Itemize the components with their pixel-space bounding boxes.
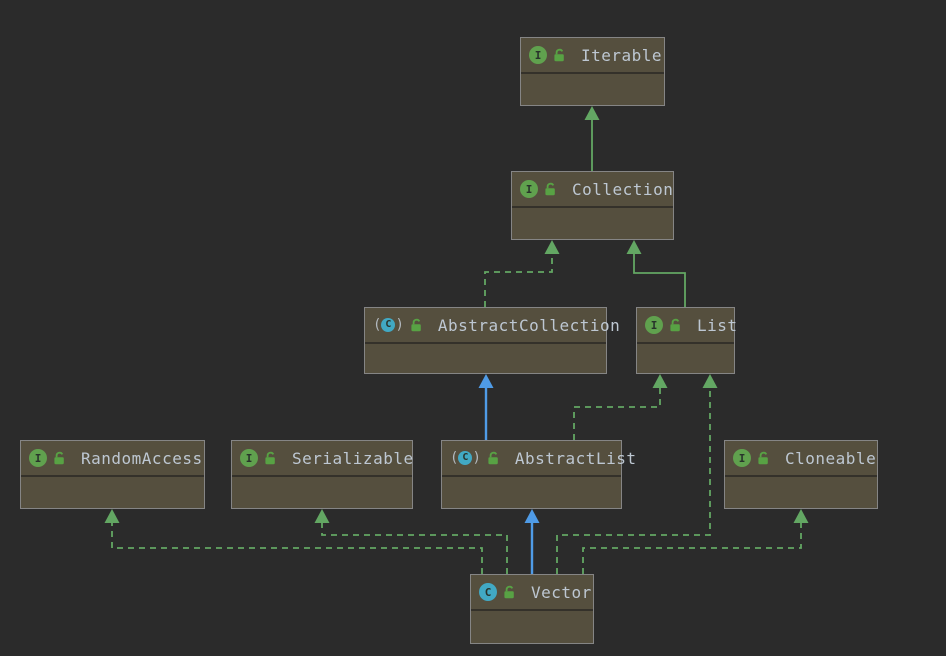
abstract-paren: ) xyxy=(472,450,481,466)
edge-vector-implements-randomaccess xyxy=(111,523,483,574)
public-unlocked-icon xyxy=(756,451,770,465)
node-title-row: I Iterable xyxy=(521,38,664,72)
class-name-label: Cloneable xyxy=(785,448,877,468)
interface-icon: I xyxy=(529,46,547,64)
abstract-paren: ( xyxy=(450,450,459,466)
node-members-compartment xyxy=(512,206,673,239)
class-node-iterable[interactable]: I Iterable xyxy=(520,37,665,106)
arrowhead-collection-extends-iterable xyxy=(584,106,600,120)
abstract-class-circle-icon: C xyxy=(458,451,473,465)
arrowhead-vector-implements-randomaccess xyxy=(104,509,120,523)
arrowhead-vector-extends-abstractlist xyxy=(524,509,540,523)
node-title-row: (C) AbstractCollection xyxy=(365,308,620,342)
class-name-label: Vector xyxy=(531,582,592,602)
public-unlocked-icon xyxy=(263,451,277,465)
arrowhead-abstractcollection-implements-collection xyxy=(544,240,560,254)
node-title-row: I Collection xyxy=(512,172,673,206)
class-name-label: List xyxy=(697,315,738,335)
edge-vector-implements-list xyxy=(556,388,711,574)
interface-icon: I xyxy=(520,180,538,198)
node-members-compartment xyxy=(521,72,664,105)
node-title-row: C Vector xyxy=(471,575,593,609)
node-members-compartment xyxy=(21,475,204,508)
public-unlocked-icon xyxy=(543,182,557,196)
public-unlocked-icon xyxy=(502,585,516,599)
node-members-compartment xyxy=(442,475,621,508)
class-node-list[interactable]: I List xyxy=(636,307,737,374)
node-members-compartment xyxy=(471,609,593,643)
public-unlocked-icon xyxy=(552,48,566,62)
interface-icon: I xyxy=(645,316,663,334)
node-members-compartment xyxy=(725,475,877,508)
class-node-abstract-collection[interactable]: (C) AbstractCollection xyxy=(364,307,620,374)
node-members-compartment xyxy=(637,342,734,373)
node-members-compartment xyxy=(232,475,412,508)
arrowhead-list-extends-collection xyxy=(626,240,642,254)
class-icon: C xyxy=(479,583,497,601)
class-node-random-access[interactable]: I RandomAccess xyxy=(20,440,205,509)
abstract-class-icon: (C) xyxy=(450,451,481,465)
arrowhead-abstractlist-implements-list xyxy=(652,374,668,388)
node-title-row: (C) AbstractList xyxy=(442,441,636,475)
interface-icon: I xyxy=(733,449,751,467)
abstract-paren: ) xyxy=(395,317,404,333)
class-node-abstract-list[interactable]: (C) AbstractList xyxy=(441,440,636,509)
class-node-vector[interactable]: C Vector xyxy=(470,574,594,644)
node-title-row: I RandomAccess xyxy=(21,441,204,475)
node-title-row: I Serializable xyxy=(232,441,414,475)
public-unlocked-icon xyxy=(409,318,423,332)
interface-icon: I xyxy=(240,449,258,467)
class-name-label: Iterable xyxy=(581,45,663,65)
edge-abstractcollection-implements-collection xyxy=(484,254,553,307)
class-name-label: AbstractCollection xyxy=(437,315,621,335)
arrowhead-vector-implements-list xyxy=(702,374,718,388)
node-title-row: I List xyxy=(637,308,737,342)
class-name-label: RandomAccess xyxy=(81,448,203,468)
abstract-paren: ( xyxy=(373,317,382,333)
class-node-serializable[interactable]: I Serializable xyxy=(231,440,413,509)
node-title-row: I Cloneable xyxy=(725,441,877,475)
arrowhead-vector-implements-serializable xyxy=(314,509,330,523)
interface-icon: I xyxy=(29,449,47,467)
public-unlocked-icon xyxy=(486,451,500,465)
public-unlocked-icon xyxy=(668,318,682,332)
class-node-collection[interactable]: I Collection xyxy=(511,171,674,240)
abstract-class-icon: (C) xyxy=(373,318,404,332)
class-name-label: Collection xyxy=(572,179,674,199)
arrowhead-vector-implements-cloneable xyxy=(793,509,809,523)
public-unlocked-icon xyxy=(52,451,66,465)
node-members-compartment xyxy=(365,342,606,373)
abstract-class-circle-icon: C xyxy=(381,318,396,332)
edge-list-extends-collection xyxy=(633,254,686,307)
arrowhead-abstractlist-extends-abstractcollection xyxy=(478,374,494,388)
class-node-cloneable[interactable]: I Cloneable xyxy=(724,440,878,509)
class-name-label: AbstractList xyxy=(514,448,637,468)
edge-abstractlist-implements-list xyxy=(573,388,661,440)
class-name-label: Serializable xyxy=(292,448,414,468)
edge-vector-implements-cloneable xyxy=(582,523,802,574)
